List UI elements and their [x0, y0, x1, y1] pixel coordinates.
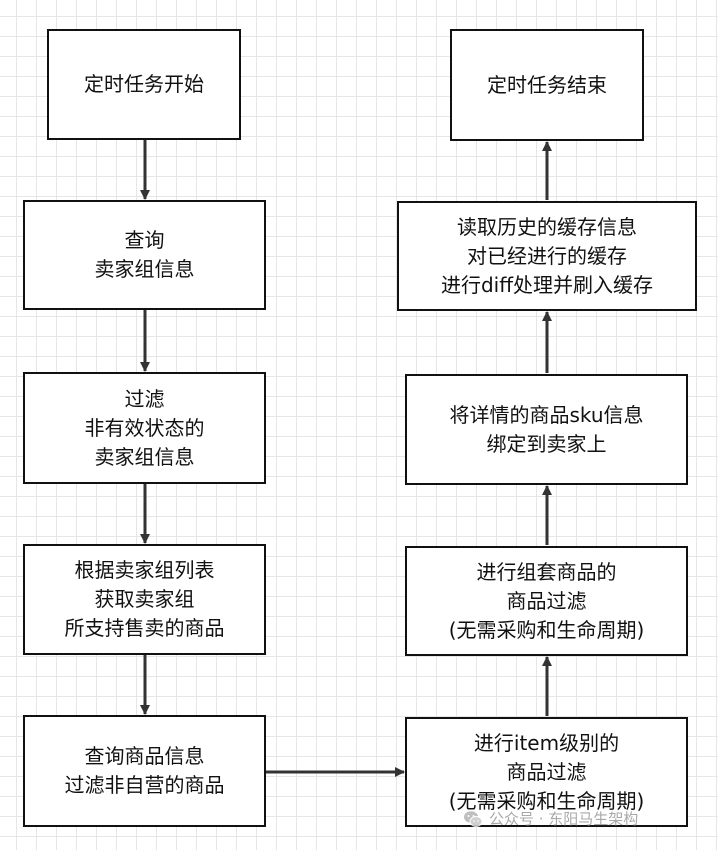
- node-bind-sku: 将详情的商品sku信息 绑定到卖家上: [405, 374, 688, 485]
- node-bind-sku-line-1: 将详情的商品sku信息: [449, 402, 644, 427]
- node-bundle-filter-line-3: (无需采购和生命周期): [448, 617, 645, 642]
- node-filter-inactive-line-2: 非有效状态的: [84, 415, 205, 440]
- node-cache-diff-line-3: 进行diff处理并刷入缓存: [440, 272, 654, 297]
- node-query-goods-info: 查询商品信息 过滤非自营的商品: [23, 715, 266, 827]
- node-filter-inactive: 过滤 非有效状态的 卖家组信息: [23, 372, 266, 484]
- node-item-filter-line-2: 商品过滤: [506, 759, 587, 784]
- node-task-end: 定时任务结束: [450, 29, 644, 141]
- node-filter-inactive-line-3: 卖家组信息: [94, 444, 195, 469]
- node-task-start-line-1: 定时任务开始: [84, 72, 204, 96]
- node-get-goods: 根据卖家组列表 获取卖家组 所支持售卖的商品: [23, 544, 266, 655]
- node-task-start: 定时任务开始: [47, 29, 241, 140]
- node-get-goods-line-3: 所支持售卖的商品: [64, 616, 225, 640]
- node-query-goods-info-line-1: 查询商品信息: [84, 744, 205, 768]
- watermark: 公众号 · 东阳马生架构: [463, 808, 638, 829]
- node-query-seller-group-line-2: 卖家组信息: [94, 257, 195, 281]
- watermark-text: 公众号 · 东阳马生架构: [489, 810, 639, 828]
- node-get-goods-line-1: 根据卖家组列表: [74, 558, 215, 582]
- node-bundle-filter-line-1: 进行组套商品的: [476, 559, 617, 584]
- node-cache-diff-line-2: 对已经进行的缓存: [467, 243, 627, 268]
- node-filter-inactive-line-1: 过滤: [124, 386, 165, 411]
- node-item-filter-line-3: (无需采购和生命周期): [448, 788, 645, 813]
- node-cache-diff: 读取历史的缓存信息 对已经进行的缓存 进行diff处理并刷入缓存: [397, 201, 697, 311]
- node-cache-diff-line-1: 读取历史的缓存信息: [457, 214, 637, 239]
- node-query-seller-group: 查询 卖家组信息: [23, 200, 266, 310]
- wechat-icon: [464, 810, 483, 827]
- node-bind-sku-line-2: 绑定到卖家上: [486, 431, 607, 456]
- node-bundle-filter: 进行组套商品的 商品过滤 (无需采购和生命周期): [405, 546, 688, 656]
- node-item-filter-line-1: 进行item级别的: [473, 730, 620, 755]
- node-bundle-filter-line-2: 商品过滤: [506, 588, 587, 613]
- node-query-goods-info-line-2: 过滤非自营的商品: [64, 773, 225, 797]
- node-item-filter: 进行item级别的 商品过滤 (无需采购和生命周期): [405, 717, 688, 827]
- node-get-goods-line-2: 获取卖家组: [94, 587, 195, 611]
- node-query-seller-group-line-1: 查询: [124, 228, 165, 252]
- node-task-end-line-1: 定时任务结束: [487, 72, 607, 97]
